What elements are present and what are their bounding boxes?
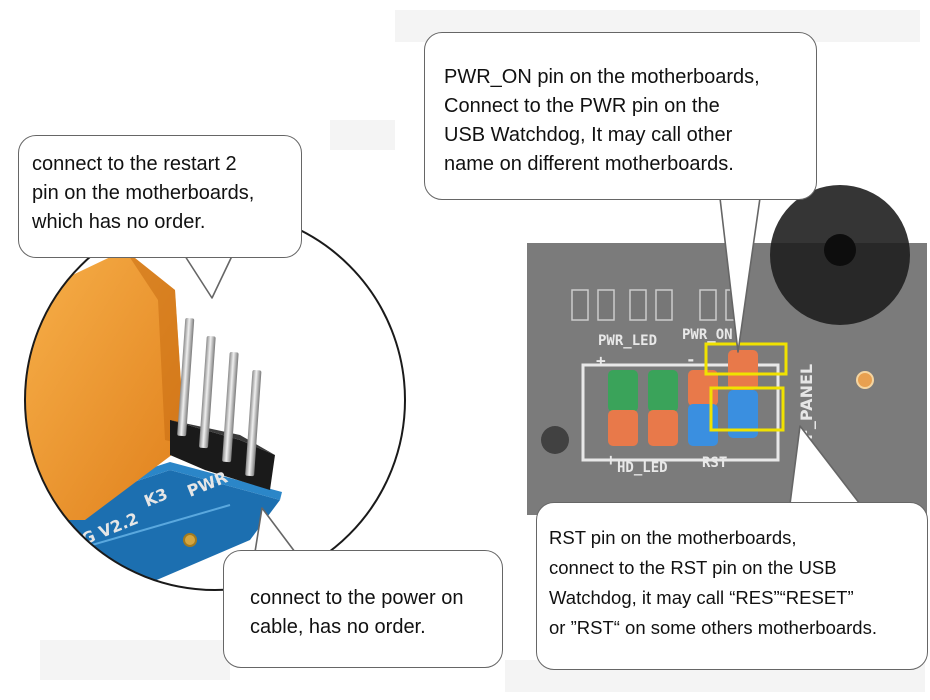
callout-restart-pins: connect to the restart 2 pin on the moth…: [18, 135, 302, 258]
callout-power-on-line-2: cable, has no order.: [250, 616, 426, 638]
motherboard-photo: PWR_LED PWR_ON + HD_LED RST + - F_PANEL: [527, 185, 927, 515]
mb-label-rst: RST: [702, 455, 727, 471]
callout-restart-line-3: which has no order.: [32, 211, 206, 233]
mb-label-pwr-led: PWR_LED: [598, 333, 657, 349]
header-outline: [581, 363, 780, 462]
jumper-green-2: [648, 370, 678, 412]
callout-power-on-line-1: connect to the power on: [250, 587, 464, 609]
mb-label-plus-top: +: [596, 351, 606, 370]
highlight-rst: [709, 386, 785, 432]
callout-restart-line-2: pin on the motherboards,: [32, 182, 255, 204]
mb-label-plus-bottom: +: [606, 450, 616, 469]
callout-pwr-on-line-1: PWR_ON pin on the motherboards,: [444, 66, 760, 88]
background-wash-bottom-left: [40, 640, 230, 680]
jumper-blue-1: [688, 404, 718, 446]
callout-rst-line-3: Watchdog, it may call “RES”“RESET”: [549, 587, 854, 608]
mb-label-pwr-on: PWR_ON: [682, 327, 733, 343]
callout-rst-pin: RST pin on the motherboards, connect to …: [536, 502, 928, 670]
background-wash-mid: [330, 120, 395, 150]
callout-restart-line-1: connect to the restart 2: [32, 153, 237, 175]
callout-rst-line-4: or ”RST“ on some others motherboards.: [549, 617, 877, 638]
mb-label-minus: -: [686, 350, 696, 369]
highlight-pwr-on: [704, 342, 788, 376]
mb-label-hd-led: HD_LED: [617, 460, 668, 476]
jumper-green-1: [608, 370, 638, 412]
relay-block: [25, 250, 185, 520]
callout-pwr-on-line-3: USB Watchdog, It may call other: [444, 124, 733, 146]
callout-rst-line-1: RST pin on the motherboards,: [549, 527, 797, 548]
callout-pwr-on-line-4: name on different motherboards.: [444, 153, 734, 175]
callout-rst-line-2: connect to the RST pin on the USB: [549, 557, 837, 578]
callout-power-on-cable: connect to the power on cable, has no or…: [223, 550, 503, 668]
callout-pwr-on-line-2: Connect to the PWR pin on the: [444, 95, 720, 117]
mb-label-f-panel: F_PANEL: [797, 364, 816, 440]
callout-pwr-on-pin: PWR_ON pin on the motherboards, Connect …: [424, 32, 817, 200]
jumper-blue-2: [728, 390, 758, 438]
